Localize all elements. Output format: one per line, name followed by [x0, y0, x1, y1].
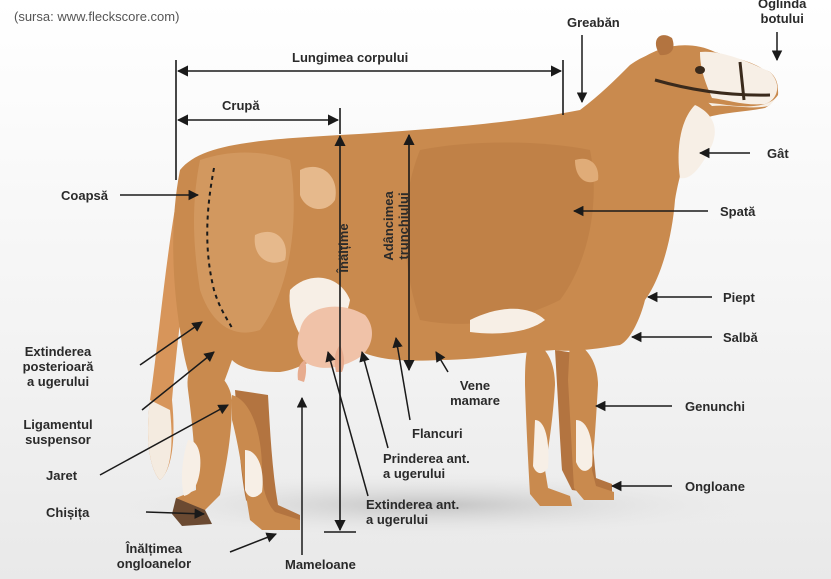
- label-neck: Gât: [767, 146, 789, 161]
- label-rump: Crupă: [222, 98, 260, 113]
- cow-eye: [695, 66, 705, 74]
- label-height: Înălțime: [336, 218, 352, 278]
- label-dewlap: Salbă: [723, 330, 758, 345]
- label-fore-udder-attachment: Prinderea ant. a ugerului: [383, 451, 470, 481]
- label-body-length: Lungimea corpului: [292, 50, 408, 65]
- label-trunk-depth: Adâncimea trunchiului: [381, 171, 413, 281]
- label-hock: Jaret: [46, 468, 77, 483]
- label-muzzle: Oglinda botului: [758, 0, 806, 26]
- label-shoulder: Spată: [720, 204, 755, 219]
- label-thigh: Coapsă: [38, 188, 108, 203]
- label-pastern: Chișița: [46, 505, 89, 520]
- pointer-inaltimea-ongloanelor: [230, 534, 276, 552]
- pointer-prinderea-ant: [362, 352, 388, 448]
- cow-udder: [297, 307, 372, 368]
- label-chest: Piept: [723, 290, 755, 305]
- label-fore-udder-extension: Extinderea ant. a ugerului: [366, 497, 459, 527]
- label-rear-udder-extension: Extinderea posterioară a ugerului: [8, 344, 108, 389]
- label-withers: Greabăn: [567, 15, 620, 30]
- label-knee: Genunchi: [685, 399, 745, 414]
- label-flanks: Flancuri: [412, 426, 463, 441]
- label-mammary-veins: Vene mamare: [440, 378, 510, 408]
- label-hooves: Ongloane: [685, 479, 745, 494]
- label-suspensory-ligament: Ligamentul suspensor: [8, 417, 108, 447]
- label-hoof-height: Înălțimea ongloanelor: [106, 541, 202, 571]
- label-teats: Mameloane: [285, 557, 356, 572]
